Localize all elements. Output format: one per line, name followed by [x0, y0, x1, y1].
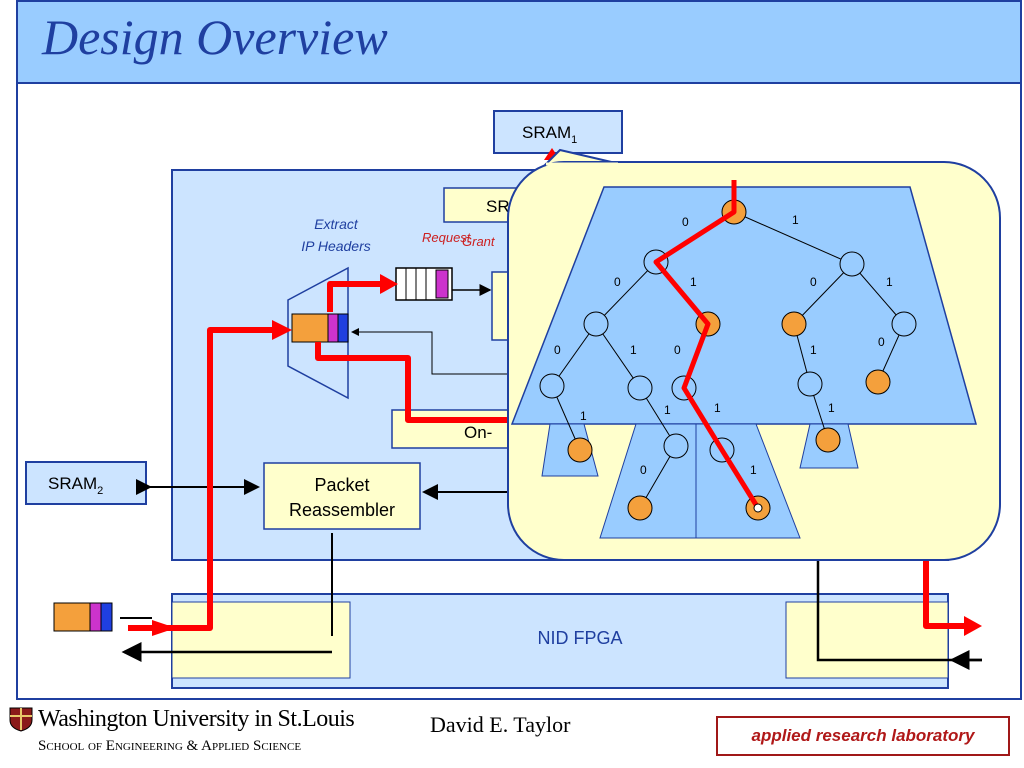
packet-reassembler-box: [263, 462, 421, 530]
extract-label-2: IP Headers: [301, 238, 371, 254]
title-bar: Design Overview: [16, 0, 1022, 84]
sram1-label: SRAM1: [522, 123, 577, 146]
author-name: David E. Taylor: [430, 712, 571, 737]
feedback-arrow: [351, 328, 520, 375]
nid-fpga-label: NID FPGA: [537, 628, 622, 648]
svg-text:1: 1: [664, 403, 671, 417]
trie-root-region: [510, 186, 977, 425]
university-name: Washington University in St.Louis: [38, 706, 355, 732]
sram1-box: [493, 110, 623, 154]
sram2-label: SRAM2: [48, 474, 103, 497]
onchip-memory-label: On-: [464, 423, 492, 442]
svg-text:0: 0: [682, 215, 689, 229]
path-arrowhead-3: [380, 274, 398, 294]
path-arrowhead-2: [272, 320, 292, 340]
design-diagram: SRAM1 SRAM2 SR On- Packet Reassembler NI…: [25, 110, 1001, 689]
svg-text:1: 1: [714, 401, 721, 415]
svg-text:0: 0: [674, 343, 681, 357]
svg-text:1: 1: [792, 213, 799, 227]
onchip-memory-box: [391, 409, 523, 449]
slide-title: Design Overview: [42, 9, 388, 65]
header-fifo: [395, 267, 453, 301]
svg-text:0: 0: [640, 463, 647, 477]
svg-text:1: 1: [828, 401, 835, 415]
nid-left-block: [171, 601, 351, 679]
trie-match-node-marker: [753, 503, 763, 513]
nid-right-block: [785, 601, 949, 679]
svg-text:0: 0: [810, 275, 817, 289]
svg-text:1: 1: [630, 343, 637, 357]
header-packet: [291, 313, 349, 343]
sram-interface-label: SR: [486, 197, 510, 216]
svg-text:1: 1: [690, 275, 697, 289]
university-shield-icon: [9, 707, 33, 732]
path-arrowhead-1: [152, 620, 176, 636]
path-arrowhead-4: [964, 616, 982, 636]
reassembler-line1: Packet: [314, 475, 369, 495]
svg-text:0: 0: [614, 275, 621, 289]
output-return-line: [816, 560, 982, 662]
svg-text:1: 1: [750, 463, 757, 477]
svg-text:0: 0: [554, 343, 561, 357]
svg-text:1: 1: [886, 275, 893, 289]
svg-text:0: 0: [878, 335, 885, 349]
input-packet: [53, 602, 113, 632]
request-label: Request: [422, 230, 472, 245]
lab-badge: applied research laboratory: [716, 716, 1010, 756]
svg-text:1: 1: [810, 343, 817, 357]
school-name: School of Engineering & Applied Science: [38, 738, 302, 754]
lab-name: applied research laboratory: [751, 726, 975, 745]
grant-label: Grant: [462, 234, 496, 249]
extract-label-1: Extract: [314, 216, 359, 232]
trie-lookup-path: [653, 180, 761, 510]
svg-text:1: 1: [580, 409, 587, 423]
reassembler-line2: Reassembler: [289, 500, 395, 520]
trie-bit-labels: 0 1 0 1 0 1 0 1 0 1 0 1 1 1 1 0 1: [554, 213, 893, 477]
slide-frame: [16, 0, 1022, 700]
